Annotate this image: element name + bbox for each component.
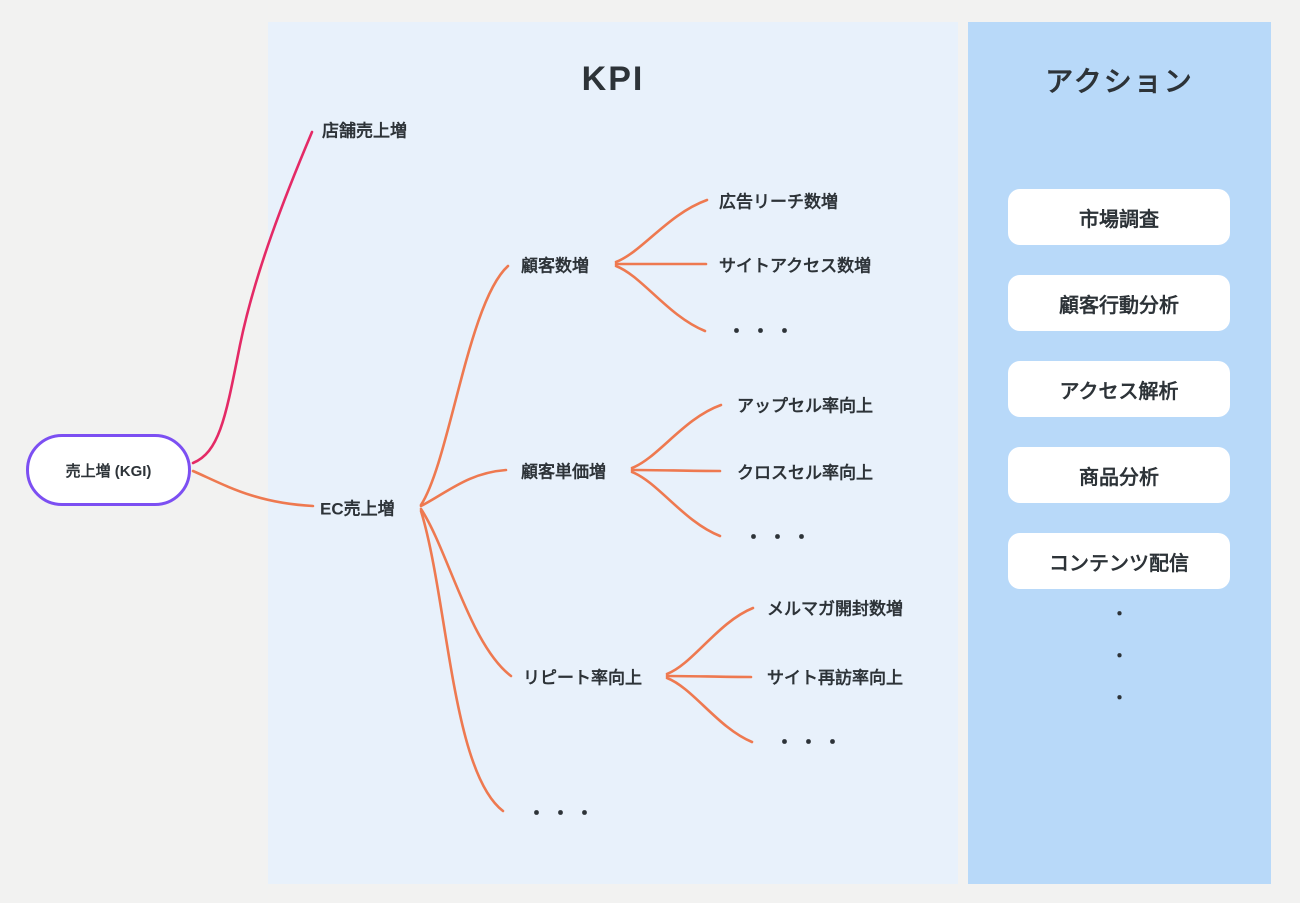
edge-root-store bbox=[191, 130, 314, 465]
action-card-label: アクセス解析 bbox=[1059, 380, 1179, 403]
edge-ec-customers bbox=[419, 264, 510, 507]
edge-customers-more bbox=[614, 264, 707, 333]
action-card-label: 顧客行動分析 bbox=[1059, 294, 1179, 317]
dot: ・ bbox=[1111, 605, 1128, 624]
edge-unitprice-more bbox=[630, 470, 722, 538]
edge-repeat-revisit bbox=[665, 674, 753, 679]
action-card-product-analysis[interactable]: 商品分析 bbox=[1008, 447, 1230, 503]
action-card-customer-behavior[interactable]: 顧客行動分析 bbox=[1008, 275, 1230, 331]
edge-root-ec bbox=[191, 469, 315, 508]
edge-repeat-newsletter bbox=[665, 606, 755, 676]
dot: ・ bbox=[1111, 689, 1128, 708]
action-card-market-research[interactable]: 市場調査 bbox=[1008, 189, 1230, 245]
action-card-access-analysis[interactable]: アクセス解析 bbox=[1008, 361, 1230, 417]
edge-ec-repeat bbox=[419, 507, 513, 678]
node-store-sales[interactable]: 店舗売上増 bbox=[322, 121, 407, 141]
node-site-revisit[interactable]: サイト再訪率向上 bbox=[767, 668, 903, 688]
action-panel-title: アクション bbox=[1045, 66, 1194, 97]
edge-unitprice-upsell bbox=[630, 403, 723, 470]
node-upsell-rate[interactable]: アップセル率向上 bbox=[737, 396, 873, 416]
node-site-access[interactable]: サイトアクセス数増 bbox=[719, 256, 872, 276]
node-ec-sales[interactable]: EC売上増 bbox=[320, 499, 395, 519]
node-customer-count[interactable]: 顧客数増 bbox=[521, 256, 589, 276]
node-customer-unit-price[interactable]: 顧客単価増 bbox=[521, 462, 606, 482]
edge-customers-adreach bbox=[614, 198, 709, 264]
kpi-panel-title: KPI bbox=[581, 60, 645, 98]
kpi-panel: KPI bbox=[268, 22, 958, 884]
edge-ec-unitprice bbox=[419, 468, 508, 508]
node-repeat-more-dots: ・・・ bbox=[775, 732, 848, 754]
node-newsletter-opens[interactable]: メルマガ開封数増 bbox=[767, 599, 903, 619]
action-card-label: 商品分析 bbox=[1079, 466, 1159, 489]
action-card-label: コンテンツ配信 bbox=[1049, 552, 1189, 575]
node-cross-sell-rate[interactable]: クロスセル率向上 bbox=[737, 463, 873, 483]
root-node-label: 売上増 (KGI) bbox=[65, 462, 152, 480]
action-more-dots: ・ ・ ・ bbox=[968, 600, 1271, 709]
action-card-label: 市場調査 bbox=[1079, 208, 1159, 231]
action-card-content-delivery[interactable]: コンテンツ配信 bbox=[1008, 533, 1230, 589]
root-node-kgi[interactable]: 売上増 (KGI) bbox=[26, 434, 191, 506]
edge-unitprice-crosssell bbox=[630, 468, 722, 473]
node-repeat-rate[interactable]: リピート率向上 bbox=[523, 668, 642, 688]
edge-repeat-more bbox=[665, 676, 754, 744]
node-customers-more-dots: ・・・ bbox=[727, 321, 800, 343]
node-ec-more-dots: ・・・ bbox=[527, 803, 600, 825]
dot: ・ bbox=[1111, 647, 1128, 666]
node-ad-reach[interactable]: 広告リーチ数増 bbox=[719, 192, 838, 212]
edge-ec-more bbox=[419, 509, 505, 813]
node-unitprice-more-dots: ・・・ bbox=[744, 527, 817, 549]
